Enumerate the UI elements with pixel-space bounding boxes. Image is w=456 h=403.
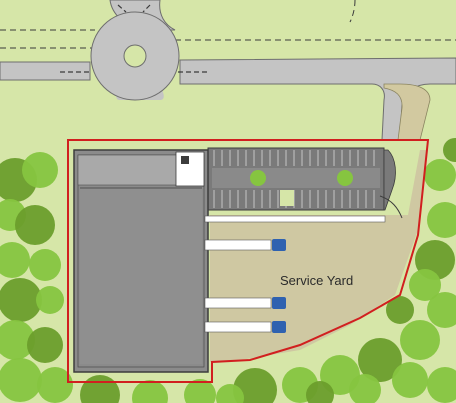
tree-canopy [22,152,58,188]
tree-canopy [132,380,168,403]
tree-canopy [443,138,456,162]
tree-canopy [358,338,402,382]
loading-dock [204,321,272,333]
tree-canopy [392,362,428,398]
car-park [207,147,403,219]
roundabout [60,4,210,101]
tree-canopy [386,296,414,324]
warehouse-building [73,149,209,373]
tree-canopy [233,368,277,403]
tree-canopy [216,384,244,403]
truck-icon [272,321,286,333]
tree-canopy [37,367,73,403]
tree-canopy [29,249,61,281]
site-boundary [67,139,430,383]
tree-canopy [0,278,42,322]
tree-canopy [409,269,441,301]
loading-dock [204,297,272,309]
tree-canopy [0,358,42,402]
tree-canopy [427,367,456,403]
service-yard-surface [205,150,428,362]
truck-icon [272,239,286,251]
tree-canopy [306,381,334,403]
loading-dock [204,239,272,251]
tree-canopy [0,320,35,360]
truck-icon [272,297,286,309]
tree-belt [0,138,456,403]
tree-canopy [349,374,381,403]
tree-canopy [424,159,456,191]
service-yard-label: Service Yard [280,273,354,288]
tree-canopy [15,205,55,245]
tree-canopy [0,242,30,278]
tree-canopy [427,202,456,238]
tree-canopy [427,292,456,328]
tree-canopy [184,379,216,403]
tree-canopy [36,286,64,314]
tree-canopy [27,327,63,363]
tree-canopy [400,320,440,360]
loading-bays [204,215,386,333]
